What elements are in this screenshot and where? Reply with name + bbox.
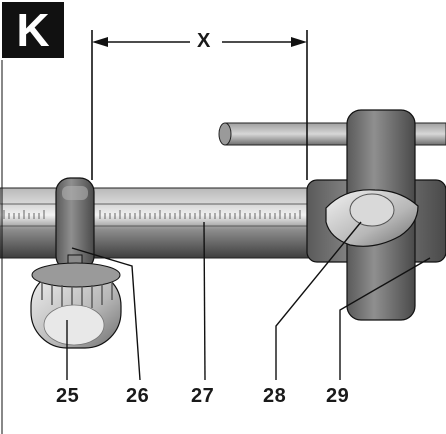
callout-27: 27 bbox=[191, 385, 215, 407]
scale-ticks bbox=[3, 210, 301, 219]
callout-29: 29 bbox=[326, 385, 350, 407]
dimension-x bbox=[91, 30, 308, 180]
figure-letter-badge: K bbox=[2, 2, 64, 58]
clamp-ring bbox=[55, 177, 95, 271]
callout-28: 28 bbox=[263, 385, 287, 407]
guide-rod bbox=[0, 187, 331, 259]
locking-knob bbox=[30, 254, 122, 349]
dimension-label: X bbox=[193, 30, 215, 53]
wing-screw bbox=[325, 189, 419, 247]
callout-25: 25 bbox=[56, 385, 80, 407]
leader-lines bbox=[66, 221, 431, 381]
callout-26: 26 bbox=[126, 385, 150, 407]
